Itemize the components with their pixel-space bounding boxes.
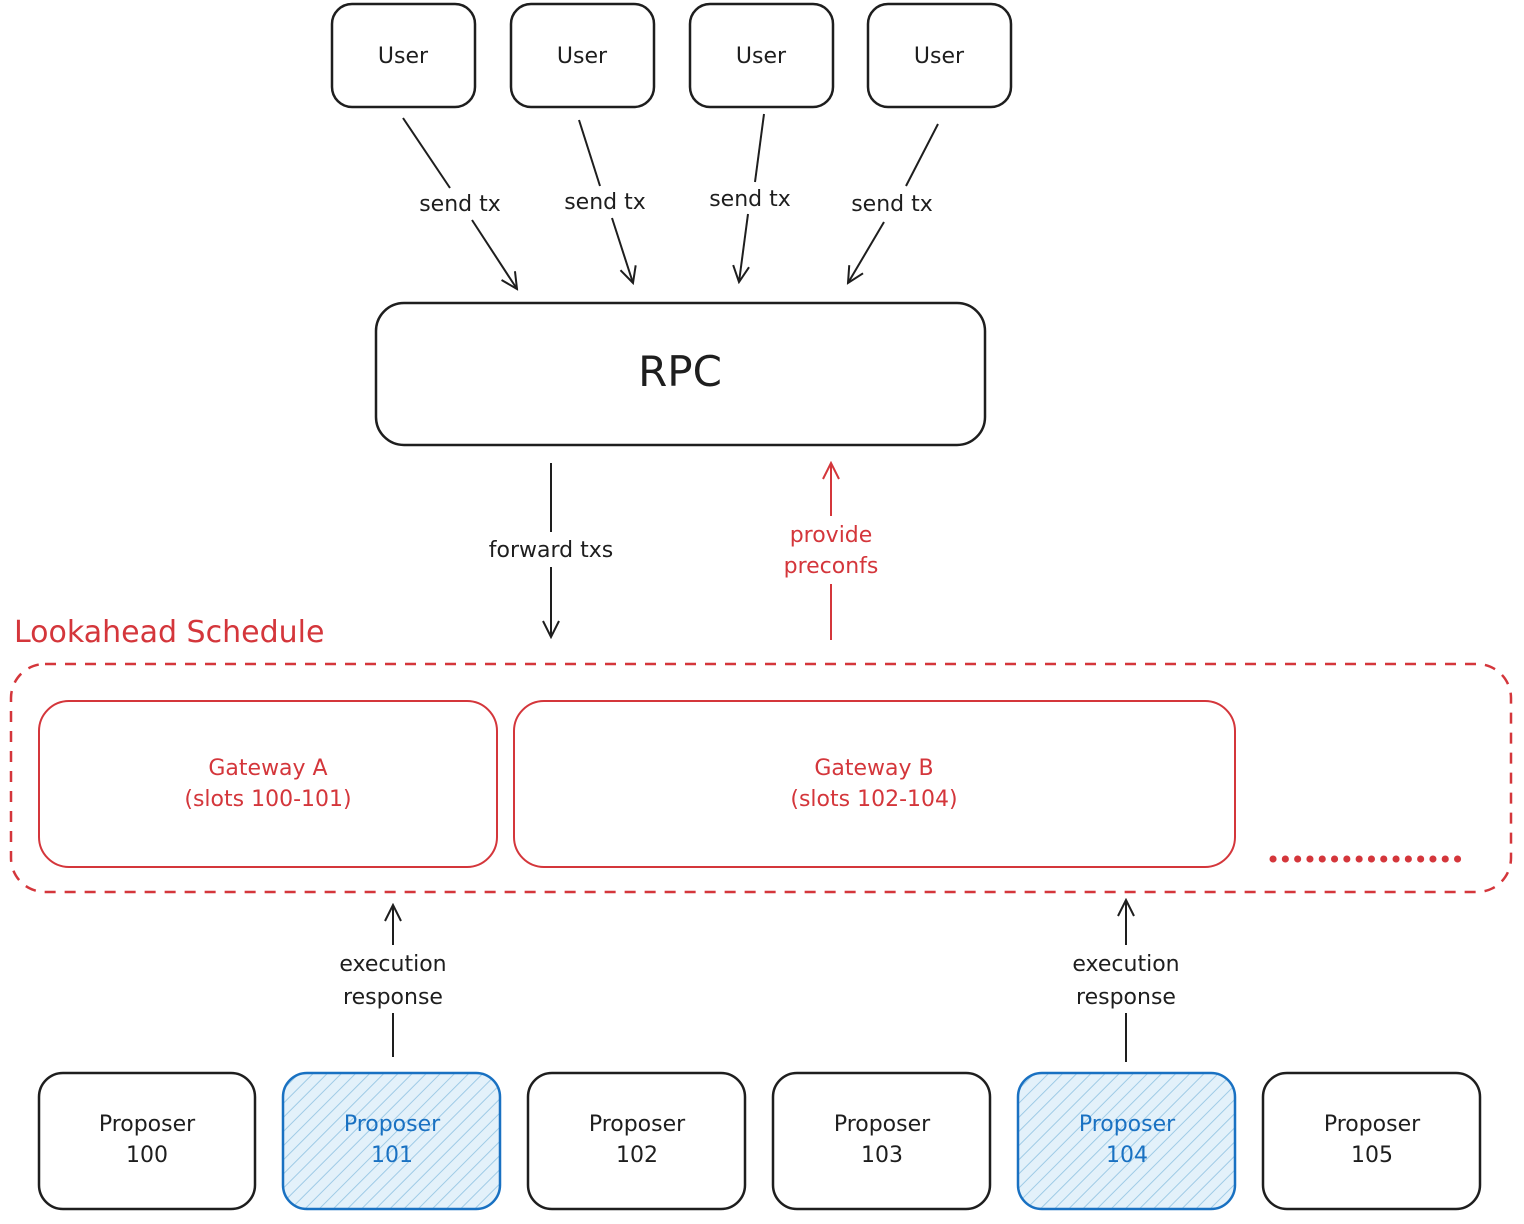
gateway-b-slots: (slots 102-104): [790, 787, 957, 812]
send-tx-arrow-2: send tx: [564, 119, 646, 283]
exec-b-label-line1: execution: [1072, 952, 1179, 977]
exec-a-label-line1: execution: [339, 952, 446, 977]
gateway-b-node: Gateway B (slots 102-104): [513, 700, 1236, 868]
proposer-slot: 105: [1351, 1143, 1393, 1168]
forward-txs-arrow: forward txs: [489, 463, 613, 637]
proposer-slot: 103: [861, 1143, 903, 1168]
gateway-a-name: Gateway A: [208, 756, 327, 781]
user-node-3: User: [688, 2, 835, 109]
proposer-label: Proposer: [344, 1112, 441, 1137]
proposer-slot: 100: [126, 1143, 168, 1168]
user-label: User: [378, 44, 429, 69]
user-label: User: [557, 44, 608, 69]
proposer-label: Proposer: [834, 1112, 931, 1137]
user-label: User: [736, 44, 787, 69]
gateway-a-node: Gateway A (slots 100-101): [38, 700, 498, 868]
user-label: User: [914, 44, 965, 69]
lookahead-schedule-container: [9, 662, 1513, 894]
rpc-node: RPC: [374, 301, 987, 447]
execution-response-arrow-a: execution response: [339, 905, 447, 1057]
send-tx-arrow-4: send tx: [848, 123, 939, 283]
proposer-105-node: Proposer 105: [1261, 1071, 1482, 1211]
lookahead-title: Lookahead Schedule: [14, 615, 324, 650]
send-tx-arrow-1: send tx: [402, 117, 517, 289]
exec-a-label-line2: response: [343, 985, 443, 1010]
proposer-slot: 102: [616, 1143, 658, 1168]
preconfs-label-line2: preconfs: [784, 554, 879, 579]
send-tx-label: send tx: [564, 190, 646, 215]
preconfs-label-line1: provide: [790, 523, 873, 548]
proposer-label: Proposer: [589, 1112, 686, 1137]
proposer-103-node: Proposer 103: [771, 1071, 992, 1211]
user-node-2: User: [509, 2, 656, 109]
proposer-label: Proposer: [1079, 1112, 1176, 1137]
user-node-1: User: [330, 2, 477, 109]
gateway-b-name: Gateway B: [814, 756, 933, 781]
user-node-4: User: [866, 2, 1013, 109]
execution-response-arrow-b: execution response: [1072, 900, 1180, 1062]
send-tx-label: send tx: [419, 192, 501, 217]
send-tx-label: send tx: [851, 192, 933, 217]
proposer-slot: 101: [371, 1143, 413, 1168]
proposer-label: Proposer: [1324, 1112, 1421, 1137]
forward-txs-label: forward txs: [489, 538, 613, 563]
proposer-102-node: Proposer 102: [526, 1071, 747, 1211]
send-tx-arrow-3: send tx: [709, 113, 791, 282]
proposer-slot: 104: [1106, 1143, 1148, 1168]
exec-b-label-line2: response: [1076, 985, 1176, 1010]
proposer-100-node: Proposer 100: [37, 1071, 257, 1211]
proposer-label: Proposer: [99, 1112, 196, 1137]
rpc-label: RPC: [638, 347, 722, 396]
gateway-a-slots: (slots 100-101): [184, 787, 351, 812]
proposer-104-node: Proposer 104: [1016, 1071, 1237, 1211]
proposer-101-node: Proposer 101: [281, 1071, 502, 1211]
provide-preconfs-arrow: provide preconfs: [784, 463, 879, 640]
send-tx-label: send tx: [709, 187, 791, 212]
